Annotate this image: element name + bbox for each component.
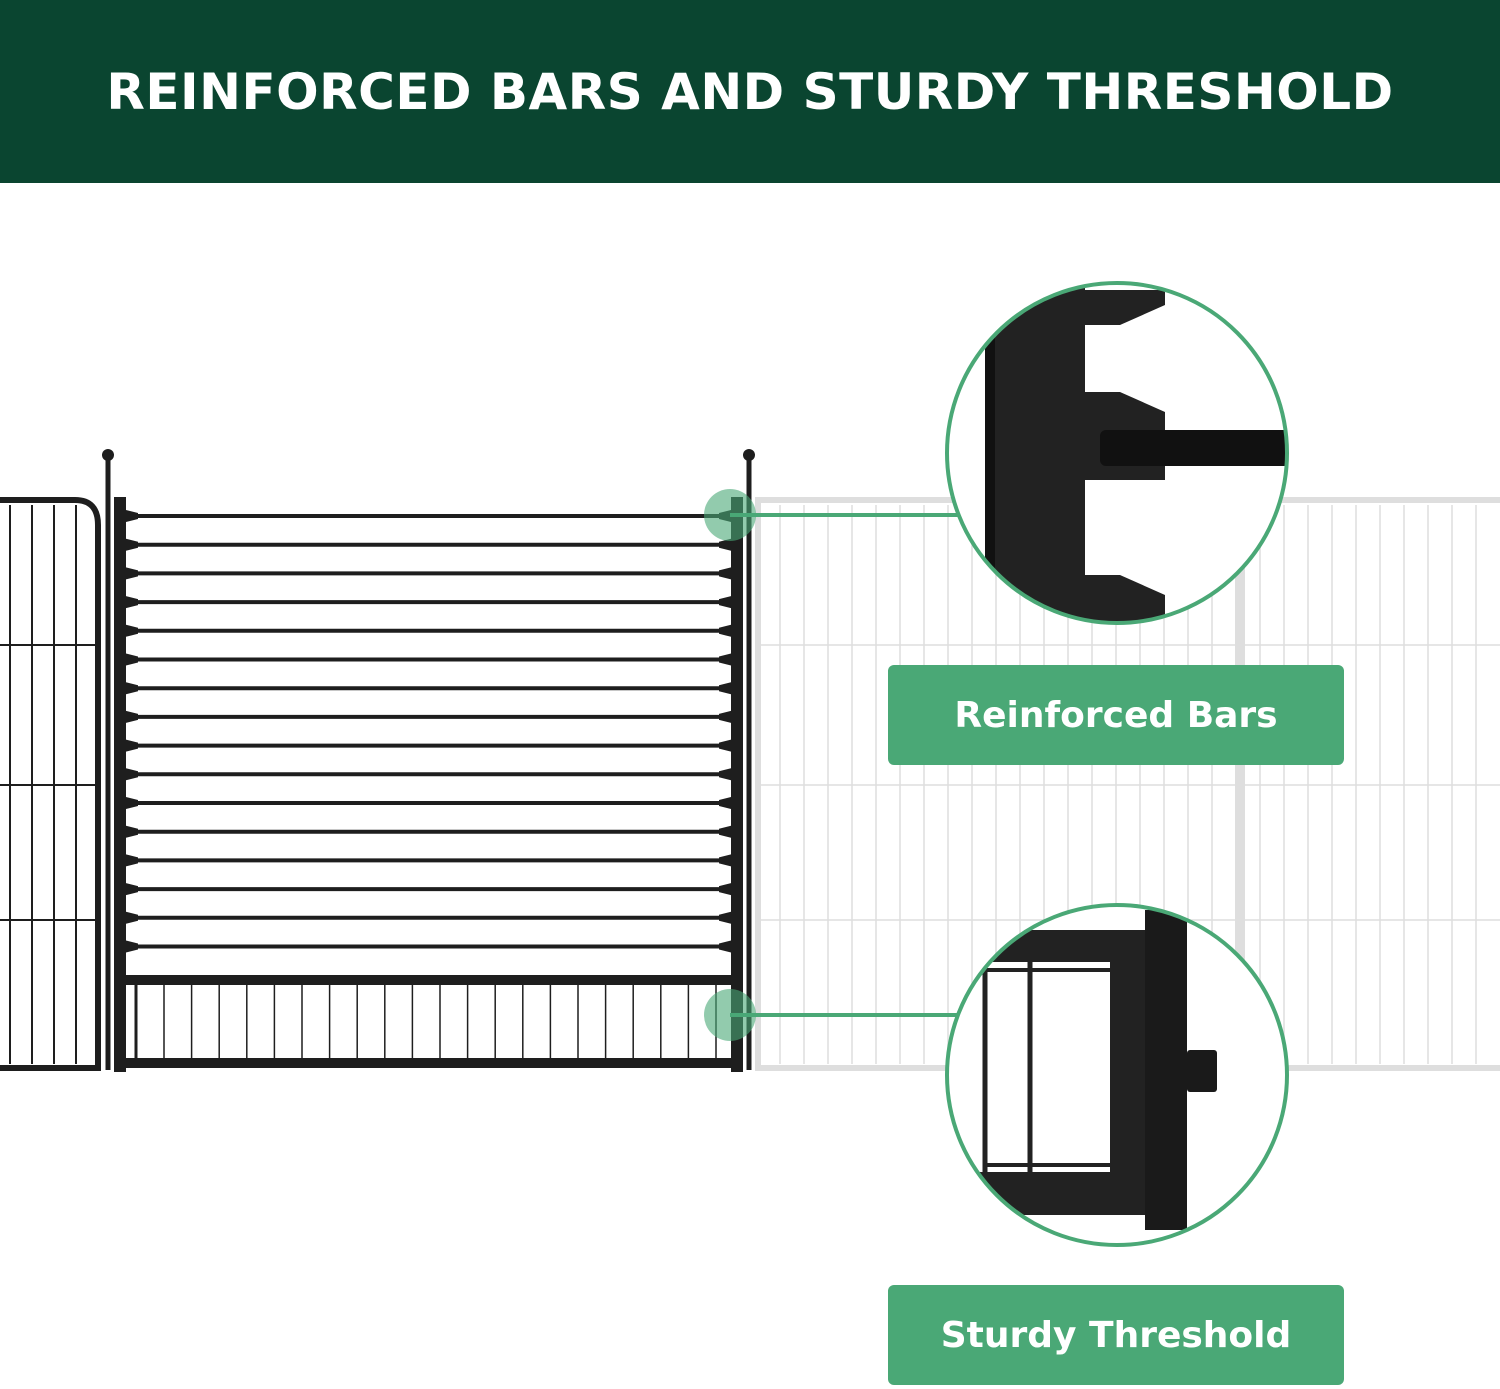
highlight-dot-bars bbox=[704, 489, 756, 541]
header-banner: REINFORCED BARS AND STURDY THRESHOLD bbox=[0, 0, 1500, 183]
sturdy-threshold-label: Sturdy Threshold bbox=[888, 1285, 1344, 1385]
zoom-circle-threshold bbox=[945, 903, 1289, 1247]
reinforced-bars-label: Reinforced Bars bbox=[888, 665, 1344, 765]
page-title: REINFORCED BARS AND STURDY THRESHOLD bbox=[106, 62, 1394, 121]
highlight-dot-threshold bbox=[704, 989, 756, 1041]
gate-panel bbox=[102, 449, 755, 1072]
callout-connectors bbox=[704, 489, 960, 1041]
left-fence-panel bbox=[0, 497, 101, 1071]
zoom-circle-bars bbox=[945, 281, 1289, 625]
